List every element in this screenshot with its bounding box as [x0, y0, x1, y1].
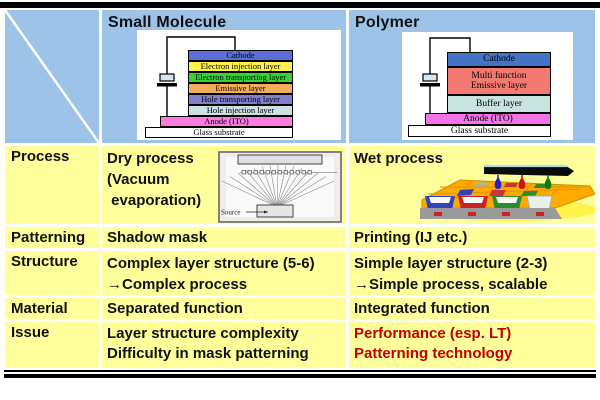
cell-material-small-molecule: Separated function [102, 298, 346, 319]
bottom-border-thick [4, 374, 596, 378]
issue-small-line: Difficulty in mask patterning [107, 345, 309, 362]
process-small-line: evaporation) [107, 192, 202, 209]
top-border [0, 2, 600, 8]
diagonal-line [5, 10, 99, 143]
layer-hole-transporting-layer: Hole transporting layer [188, 94, 293, 105]
surface-cells [457, 182, 548, 196]
process-small-line: Dry process [107, 150, 194, 167]
row-label-patterning: Patterning [5, 227, 99, 248]
layer-hole-injection-layer: Hole injection layer [188, 105, 293, 116]
issue-small-line: Layer structure complexity [107, 325, 299, 342]
cell-patterning-small-molecule: Shadow mask [102, 227, 346, 248]
layer-cathode: Cathode [188, 50, 293, 61]
cell-patterning-polymer: Printing (IJ etc.) [349, 227, 595, 248]
process-polymer-line: Wet process [354, 150, 443, 167]
row-label-issue: Issue [5, 322, 99, 368]
base-strip [420, 208, 562, 219]
issue-polymer-line: Performance (esp. LT) [354, 325, 512, 342]
layer-cathode: Cathode [447, 52, 551, 67]
cell-structure-polymer: Simple layer structure (2-3) →Simple pro… [349, 251, 595, 295]
print-head [484, 166, 574, 176]
base-red-marks [434, 212, 544, 216]
inkjet-printing-image [420, 164, 595, 221]
process-small-line: (Vacuum [107, 171, 170, 188]
cell-structure-small-molecule: Complex layer structure (5-6) →Complex p… [102, 251, 346, 295]
patterning-polymer-line: Printing (IJ etc.) [354, 229, 468, 246]
layer-multi-function-emissive-layer: Multi function Emissive layer [447, 67, 551, 95]
substrate-holder [237, 154, 323, 165]
structure-small-line: Complex layer structure (5-6) [107, 255, 315, 272]
cell-material-polymer: Integrated function [349, 298, 595, 319]
issue-polymer-line: Patterning technology [354, 345, 513, 362]
row-label-process: Process [5, 146, 99, 224]
layer-glass-substrate: Glass substrate [145, 127, 293, 138]
arrow-icon [264, 210, 268, 214]
mask-beads [241, 170, 312, 175]
row-label-structure: Structure [5, 251, 99, 295]
evaporation-source-box [256, 204, 294, 218]
cell-process-small-molecule: Dry process (Vacuum evaporation) [102, 146, 346, 224]
layer-anode-ito-: Anode (ITO) [160, 116, 293, 127]
material-small-line: Separated function [107, 300, 243, 317]
cell-issue-small-molecule: Layer structure complexity Difficulty in… [102, 322, 346, 368]
small-molecule-title: Small Molecule [108, 14, 227, 31]
layer-glass-substrate: Glass substrate [408, 125, 551, 137]
source-label: Source [221, 209, 240, 217]
bottom-border-thin [4, 370, 596, 372]
layer-electron-injection-layer: Electron injection layer [188, 61, 293, 72]
droplet-green-icon [544, 177, 552, 189]
cell-issue-polymer: Performance (esp. LT) Patterning technol… [349, 322, 595, 368]
layer-emissive-layer: Emissive layer [188, 83, 293, 94]
structure-small-line: →Complex process [107, 276, 248, 293]
front-wells [425, 195, 553, 211]
row-label-material: Material [5, 298, 99, 319]
ink-droplets [494, 175, 552, 189]
header-corner-cell [5, 10, 99, 143]
layer-buffer-layer: Buffer layer [447, 95, 551, 113]
layer-anode-ito-: Anode (ITO) [425, 113, 551, 125]
material-polymer-line: Integrated function [354, 300, 490, 317]
vacuum-evaporation-image: Source [218, 151, 342, 223]
patterning-small-line: Shadow mask [107, 229, 208, 246]
polymer-title: Polymer [355, 14, 420, 31]
droplet-red-icon [518, 177, 526, 189]
layer-electron-transporting-layer: Electron transporting layer [188, 72, 293, 83]
structure-polymer-line: Simple layer structure (2-3) [354, 255, 548, 272]
structure-polymer-line: →Simple process, scalable [354, 276, 548, 293]
cell-process-polymer: Wet process [349, 146, 595, 224]
droplet-blue-icon [494, 177, 502, 189]
